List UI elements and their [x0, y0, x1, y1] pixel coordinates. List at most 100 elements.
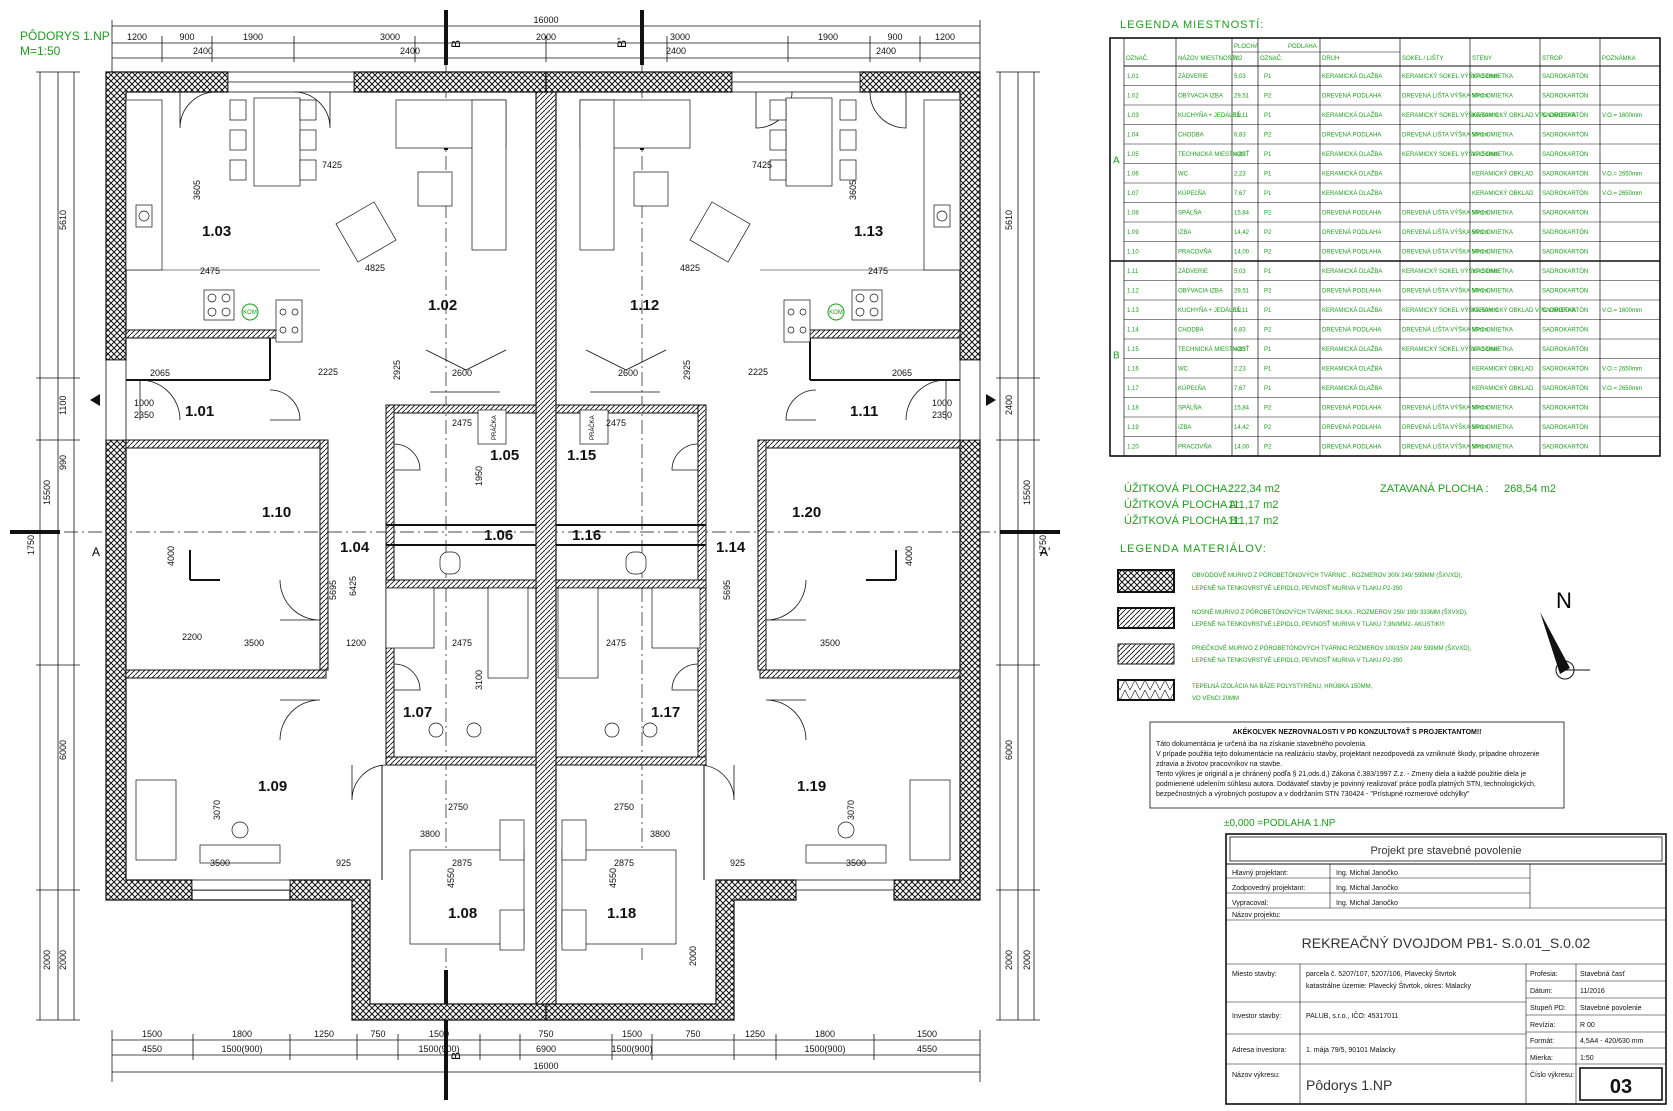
dim-inner: 1200 [346, 638, 366, 648]
table-cell: VPC OMIETKA [1472, 210, 1513, 216]
table-cell: KERAMICKÝ SOKEL VÝŠKA 50mm [1402, 268, 1498, 275]
project-phase: Projekt pre stavebné povolenie [1370, 845, 1521, 857]
dim-inner: 5695 [328, 580, 338, 600]
table-cell: CHODBA [1178, 132, 1204, 138]
dim-top: 1900 [243, 32, 263, 42]
dim-right: 2000 [1004, 950, 1014, 970]
dim-bottom: 1800 [232, 1029, 252, 1039]
dim-inner: 4000 [904, 546, 914, 566]
tb-value: Ing. Michal Janočko [1336, 870, 1398, 877]
table-header: PODLAHA [1288, 44, 1317, 50]
table-cell: KERAMICKÁ DLAŽBA [1322, 72, 1382, 80]
room-label: 1.06 [484, 527, 513, 544]
notice-line: bezpečnostných a výrobných postupov a v … [1156, 791, 1470, 798]
table-cell: P1 [1264, 269, 1272, 275]
table-cell: DREVENÁ PODLAHA [1322, 443, 1381, 450]
section-label-a: A [92, 545, 100, 559]
table-cell: 15,84 [1234, 210, 1250, 216]
tb-value: Ing. Michal Janočko [1336, 885, 1398, 892]
dim-top: 1200 [127, 32, 147, 42]
dim-inner: 1000 [134, 398, 154, 408]
table-cell: SADROKARTÓN [1542, 307, 1588, 314]
table-cell: DREVENÁ PODLAHA [1322, 209, 1381, 216]
table-cell: KERAMICKÁ DLAŽBA [1322, 150, 1382, 158]
dim-bottom: 4550 [917, 1044, 937, 1054]
room-label: 1.17 [651, 704, 680, 721]
table-cell: SADROKARTÓN [1542, 287, 1588, 294]
table-cell: SADROKARTÓN [1542, 346, 1588, 353]
dim-bottom: 750 [370, 1029, 385, 1039]
tb-label: Mierka: [1530, 1055, 1553, 1062]
tb-value: 4,5A4 - 420/630 mm [1580, 1038, 1644, 1045]
stair-symbols [425, 349, 667, 393]
table-cell: P1 [1264, 74, 1272, 80]
table-cell: KUCHYŇA + JEDÁLEŇ [1178, 307, 1241, 314]
table-cell: 7,67 [1234, 386, 1246, 392]
table-cell: 1.04 [1127, 132, 1139, 138]
dim-inner: 3070 [846, 800, 856, 820]
table-cell: 14,00 [1234, 249, 1250, 255]
room-label: 1.01 [185, 403, 214, 420]
dim-right: 2400 [1004, 395, 1014, 415]
dim-top-total: 16000 [533, 15, 558, 25]
dim-bottom: 1250 [745, 1029, 765, 1039]
dim-inner: 2600 [618, 368, 638, 378]
dim-inner: 2925 [392, 360, 402, 380]
dim-inner: 1000 [932, 398, 952, 408]
material-swatch-partition [1117, 643, 1175, 665]
dim-inner: 3500 [820, 638, 840, 648]
table-cell: SADROKARTÓN [1542, 170, 1588, 177]
material-line: TEPELNÁ IZOLÁCIA NA BÁZE POLYSTYRÉNU, HR… [1192, 683, 1373, 690]
table-cell: SADROKARTÓN [1542, 131, 1588, 138]
notice-line: V prípade použitia tejto dokumentácie na… [1156, 751, 1540, 758]
furniture-right [557, 97, 961, 951]
table-cell: KERAMICKÁ DLAŽBA [1322, 345, 1382, 353]
table-cell: VPC OMIETKA [1472, 269, 1513, 275]
table-cell: VPC OMIETKA [1472, 93, 1513, 99]
room-legend-table: OZNAČ.NÁZOV MIESTNOSTIPLOCHAM2PODLAHAOZN… [1109, 37, 1661, 457]
table-cell: DREVENÁ PODLAHA [1322, 248, 1381, 255]
dim-left: 2000 [42, 950, 52, 970]
dim-left: 5610 [58, 210, 68, 230]
dim-bottom-total: 16000 [533, 1061, 558, 1071]
dim-left: 990 [58, 455, 68, 470]
dim-bottom: 1500(900) [804, 1044, 845, 1054]
tb-label: Hlavný projektant: [1232, 870, 1288, 877]
table-cell: 1.10 [1127, 249, 1139, 255]
tb-value: R 00 [1580, 1022, 1595, 1029]
table-cell: 1.16 [1127, 366, 1139, 372]
table-cell: P2 [1264, 230, 1272, 236]
table-cell: DREVENÁ LIŠTA VÝŠKA 50mm [1402, 287, 1488, 294]
total-value: 222,34 m2 [1228, 483, 1280, 495]
table-cell: P2 [1264, 93, 1272, 99]
table-cell: DREVENÁ PODLAHA [1322, 326, 1381, 333]
kom-label: KOM [829, 310, 843, 316]
table-cell: 1.06 [1127, 171, 1139, 177]
table-cell: 14,42 [1234, 425, 1250, 431]
table-header: STROP [1542, 56, 1563, 62]
table-cell: KERAMICKÁ DLAŽBA [1322, 364, 1382, 372]
table-cell: 6,83 [1234, 132, 1246, 138]
dim-bottom: 1800 [815, 1029, 835, 1039]
dim-inner: 2225 [318, 367, 338, 377]
tb-label: Formát: [1530, 1038, 1554, 1045]
table-cell: P1 [1264, 366, 1272, 372]
material-line: LEPENÉ NA TENKOVRSTVÉ LEPIDLO, PEVNOSŤ M… [1192, 656, 1403, 664]
total-label: ÚŽITKOVÁ PLOCHA : [1124, 482, 1233, 495]
tb-label: Profesia: [1530, 971, 1558, 978]
material-swatch-insulation [1117, 679, 1175, 701]
dim-inner: 7425 [322, 160, 342, 170]
table-cell: 4,83 [1234, 347, 1246, 353]
dim-bottom: 1250 [314, 1029, 334, 1039]
dim-inner: 2350 [932, 410, 952, 420]
sheet-number: 03 [1610, 1076, 1632, 1098]
dim-top: 2400 [400, 46, 420, 56]
north-arrow-icon [1540, 612, 1590, 680]
table-cell: TECHNICKÁ MIESTNOSŤ [1178, 345, 1250, 353]
table-cell: P1 [1264, 113, 1272, 119]
table-cell: KERAMICKÝ OBKLAD VPC OMIETKA [1472, 112, 1576, 119]
table-cell: KÚPEĽŇA [1178, 385, 1206, 392]
tb-label: Zodpovedný projektant: [1232, 885, 1305, 892]
table-cell: 1.09 [1127, 230, 1139, 236]
room-label: 1.18 [607, 905, 636, 922]
